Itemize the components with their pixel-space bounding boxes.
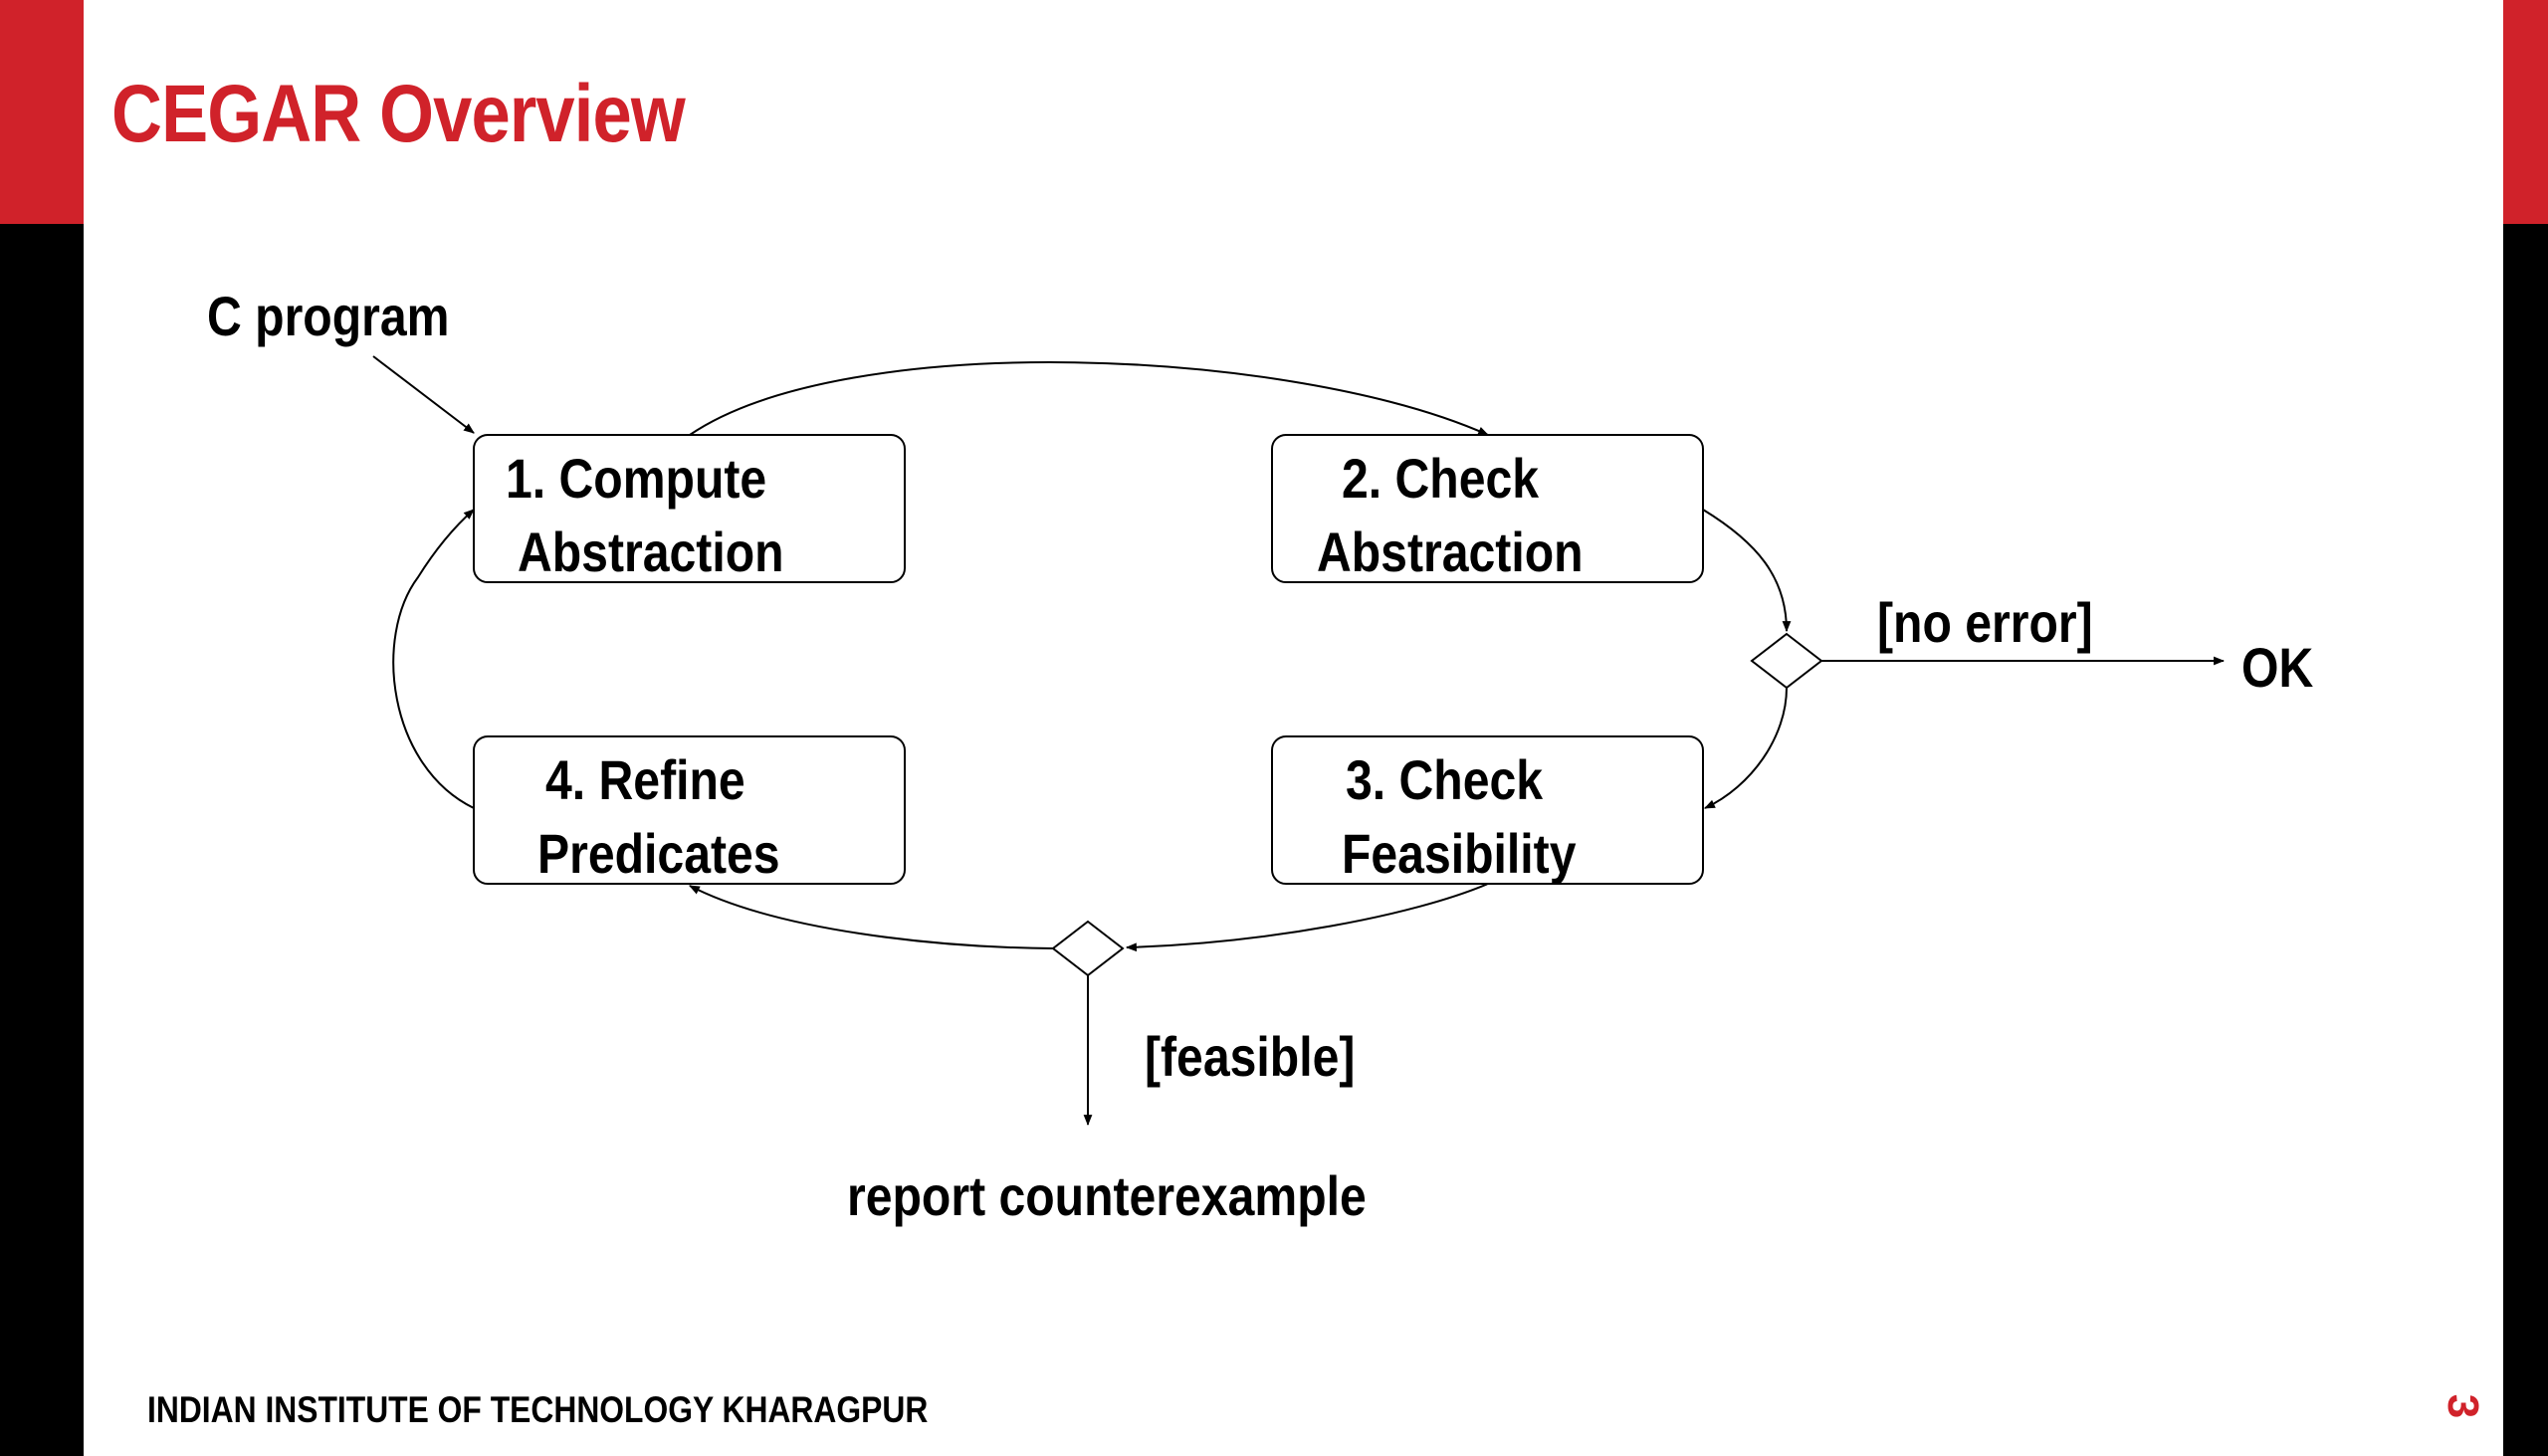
arc-decision-to-refine — [689, 885, 1054, 949]
arc-feasibility-to-decision — [1125, 883, 1489, 952]
box-check-feasibility: 3. Check Feasibility — [1271, 735, 1704, 886]
box-refine-predicates-line1: 4. Refine — [545, 750, 745, 812]
box-refine-predicates-line2: Predicates — [537, 824, 780, 886]
arc-decision-to-feasibility — [1704, 687, 1788, 809]
no-error-label: [no error] — [1877, 593, 2093, 655]
arc-compute-to-check — [689, 361, 1490, 436]
left-black-sidebar — [0, 0, 84, 1456]
no-error-decision-diamond — [1750, 632, 1823, 690]
right-black-sidebar — [2503, 0, 2548, 1456]
slide-page-number: 3 — [2439, 1393, 2487, 1419]
box-refine-predicates: 4. Refine Predicates — [473, 735, 906, 886]
box-compute-abstraction-line1: 1. Compute — [506, 449, 766, 511]
box-check-abstraction-line2: Abstraction — [1317, 522, 1584, 584]
feasible-label: [feasible] — [1145, 1027, 1355, 1089]
footer-institute-name: INDIAN INSTITUTE OF TECHNOLOGY KHARAGPUR — [147, 1389, 929, 1430]
box-compute-abstraction-line2: Abstraction — [518, 522, 784, 584]
arc-refine-to-compute — [392, 509, 475, 809]
box-check-feasibility-line2: Feasibility — [1342, 824, 1577, 886]
left-red-accent-bar — [0, 0, 84, 224]
slide-title: CEGAR Overview — [111, 69, 686, 159]
ok-label: OK — [2241, 638, 2313, 700]
box-check-abstraction: 2. Check Abstraction — [1271, 434, 1704, 584]
right-red-accent-bar — [2503, 0, 2548, 224]
report-counterexample-label: report counterexample — [847, 1166, 1367, 1228]
input-label: C program — [207, 287, 449, 348]
box-compute-abstraction: 1. Compute Abstraction — [473, 434, 906, 584]
box-check-feasibility-line1: 3. Check — [1346, 750, 1544, 812]
box-check-abstraction-line1: 2. Check — [1342, 449, 1540, 511]
input-arrow — [372, 355, 475, 434]
arc-check-to-decision — [1702, 509, 1792, 633]
feasible-decision-diamond — [1051, 920, 1125, 977]
